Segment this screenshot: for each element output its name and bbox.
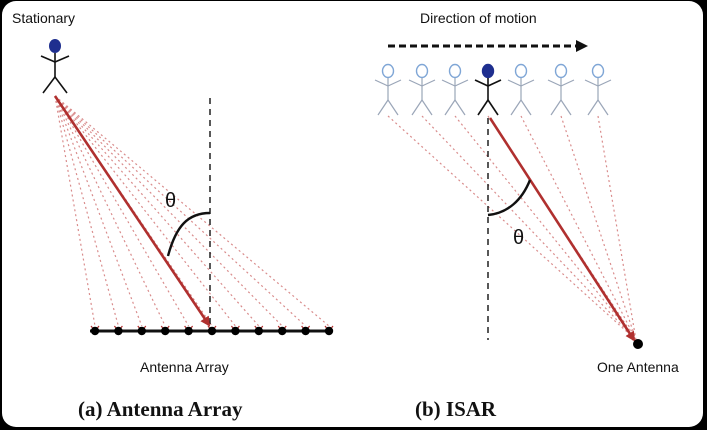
person-arm (408, 79, 423, 87)
panel-a: Stationary θ Antenna Array (a) (12, 10, 334, 421)
panel-a-dotted-rays (54, 95, 334, 332)
person-leg (587, 99, 599, 116)
dotted-ray (421, 115, 637, 341)
antenna-element (324, 326, 334, 336)
person-arm (387, 79, 402, 87)
person-leg (411, 99, 423, 116)
antenna-element (231, 326, 240, 336)
direction-of-motion-label: Direction of motion (420, 10, 537, 26)
panel-a-theta-label: θ (165, 190, 176, 212)
person-leg (444, 99, 456, 116)
antenna-element (301, 326, 310, 336)
panel-a-main-arrow (53, 95, 211, 327)
moving-person-ghost-icon (547, 63, 575, 116)
panel-b-theta-label: θ (513, 227, 524, 249)
dotted-ray (54, 95, 119, 327)
person-head (381, 63, 395, 79)
moving-person-current-icon (474, 63, 502, 116)
person-leg (520, 99, 532, 116)
person-leg (477, 99, 489, 116)
antenna-element (278, 326, 287, 336)
person-arm (507, 79, 522, 87)
antenna-array-elements (90, 326, 334, 336)
dotted-ray (597, 115, 637, 341)
person-arm (374, 79, 389, 87)
antenna-element (207, 326, 217, 336)
person-head (481, 63, 495, 79)
stationary-label: Stationary (12, 10, 75, 26)
panel-b: Direction of motion θ One Antenna (b) IS… (374, 10, 679, 421)
person-arm (441, 79, 456, 87)
panel-a-angle-arc (166, 211, 211, 257)
antenna-element (184, 326, 193, 336)
panel-b-angle-arc (487, 179, 532, 217)
dotted-ray (54, 95, 190, 327)
panel-b-main-arrow (488, 117, 636, 342)
person-leg (487, 99, 499, 116)
person-leg (560, 99, 572, 116)
person-arm (584, 79, 599, 87)
moving-person-ghost-icon (441, 63, 469, 116)
person-leg (550, 99, 562, 116)
dotted-ray (54, 95, 96, 327)
person-leg (377, 99, 389, 116)
one-antenna-label: One Antenna (597, 359, 679, 375)
person-leg (387, 99, 399, 116)
person-leg (454, 99, 466, 116)
antenna-element (161, 326, 170, 336)
antenna-element (114, 326, 123, 336)
dotted-ray (54, 95, 166, 327)
person-head (514, 63, 528, 79)
person-head (554, 63, 568, 79)
panel-a-caption: (a) Antenna Array (78, 397, 243, 421)
moving-person-ghost-icon (408, 63, 436, 116)
antenna-element (254, 326, 263, 336)
dotted-ray (454, 115, 637, 341)
person-arm (474, 79, 489, 87)
person-leg (510, 99, 522, 116)
single-antenna-icon (633, 339, 643, 349)
panel-b-dotted-rays (387, 115, 637, 341)
stationary-person-icon (40, 39, 70, 94)
antenna-element (90, 326, 100, 336)
moving-person-ghost-icon (374, 63, 402, 116)
dotted-ray (520, 115, 637, 341)
dotted-ray (54, 95, 260, 327)
moving-person-sequence (374, 63, 612, 116)
dotted-ray (54, 95, 283, 327)
moving-person-ghost-icon (507, 63, 535, 116)
dotted-ray (54, 95, 330, 327)
person-arm (547, 79, 562, 87)
person-leg (421, 99, 433, 116)
antenna-array-label: Antenna Array (140, 359, 229, 375)
person-head (415, 63, 429, 79)
dotted-ray (54, 95, 143, 327)
dotted-ray (387, 115, 637, 341)
person-leg (597, 99, 609, 116)
person-arm (560, 79, 575, 87)
person-arm (597, 79, 612, 87)
person-arm (421, 79, 436, 87)
dotted-ray (54, 95, 236, 327)
person-head (591, 63, 605, 79)
moving-person-ghost-icon (584, 63, 612, 116)
dotted-ray (560, 115, 637, 341)
panel-b-caption: (b) ISAR (415, 397, 497, 421)
antenna-element (137, 326, 146, 336)
person-arm (487, 79, 502, 87)
person-head (448, 63, 462, 79)
person-arm (520, 79, 535, 87)
dotted-ray (54, 95, 307, 327)
person-arm (454, 79, 469, 87)
